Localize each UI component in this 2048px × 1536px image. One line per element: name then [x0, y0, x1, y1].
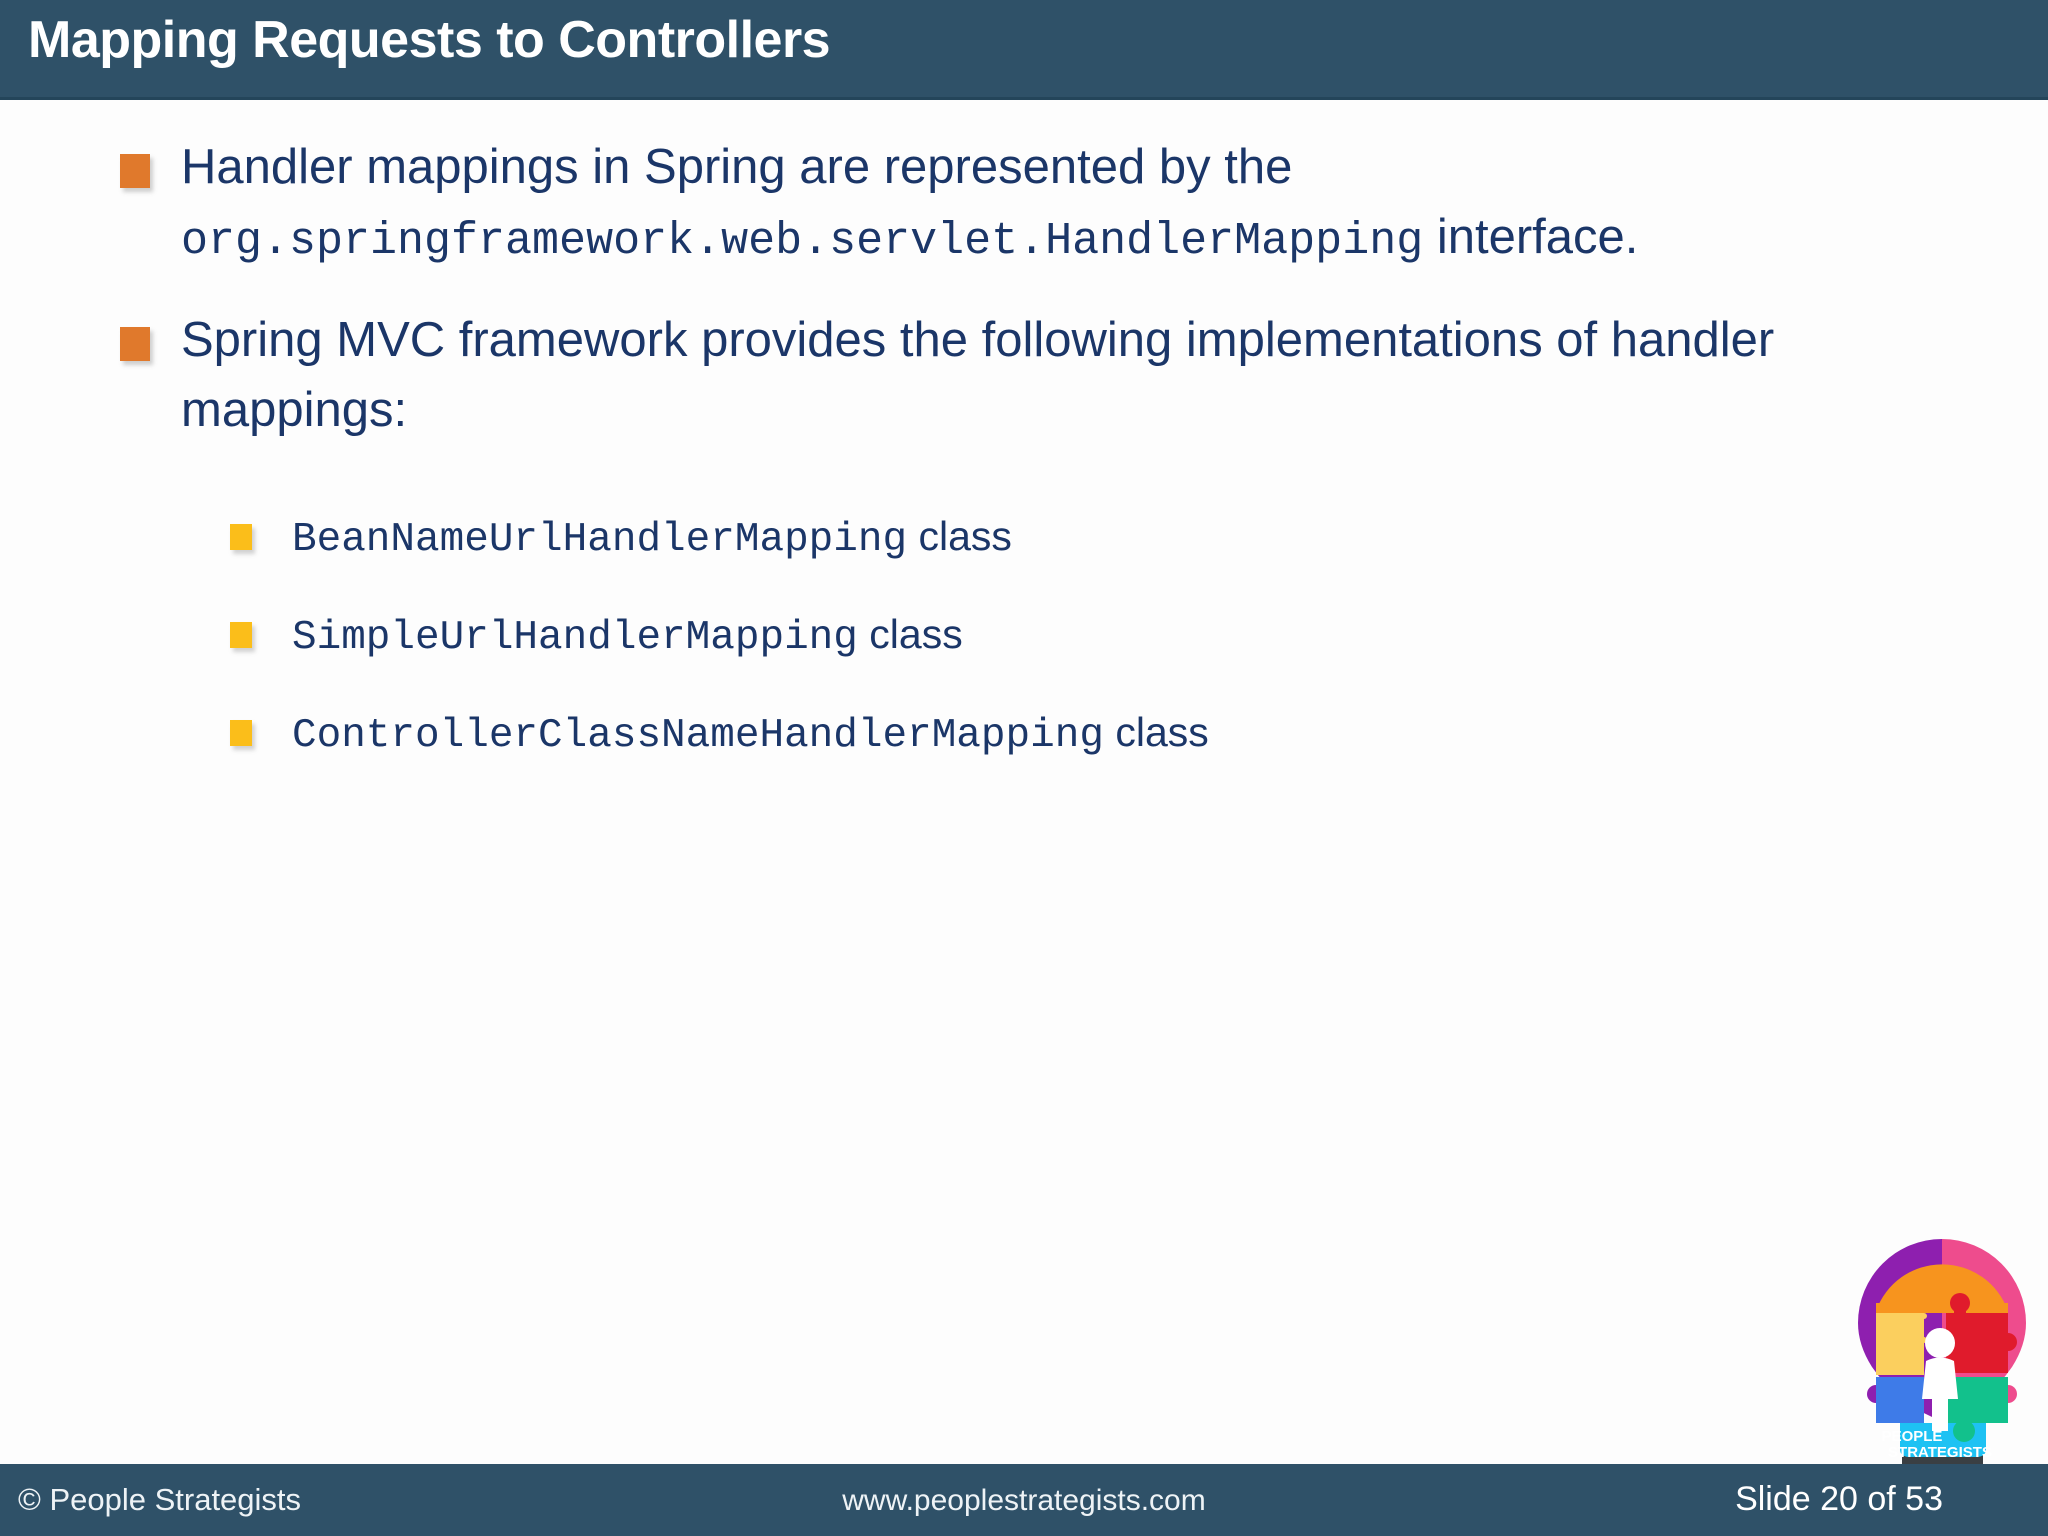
- slide-footer-bar: © People Strategists www.peoplestrategis…: [0, 1464, 2048, 1536]
- people-strategists-logo: PEOPLE STRATEGISTS: [1840, 1215, 2045, 1485]
- orange-square-bullet-icon: [120, 327, 150, 361]
- yellow-square-bullet-icon: [230, 622, 252, 648]
- bullet-1-lead: Handler mappings in Spring are represent…: [181, 140, 1293, 194]
- sub-bullet-1-tail: class: [907, 513, 1012, 559]
- sub-bullet-3-text: ControllerClassNameHandlerMapping class: [292, 704, 1209, 764]
- sub-bullet-1-text: BeanNameUrlHandlerMapping class: [292, 508, 1012, 568]
- sub-bullet-item-2: SimpleUrlHandlerMapping class: [230, 606, 963, 666]
- footer-website: www.peoplestrategists.com: [842, 1484, 1206, 1517]
- sub-bullet-1-code: BeanNameUrlHandlerMapping: [292, 517, 908, 563]
- footer-copyright: © People Strategists: [18, 1482, 302, 1517]
- bullet-1-code: org.springframework.web.servlet.HandlerM…: [181, 216, 1424, 267]
- bullet-2-lead: Spring MVC framework provides the follow…: [181, 313, 1775, 437]
- logo-line2: STRATEGISTS: [1888, 1444, 1992, 1461]
- bullet-item-2: Spring MVC framework provides the follow…: [120, 305, 1920, 445]
- sub-bullet-2-text: SimpleUrlHandlerMapping class: [292, 606, 963, 666]
- sub-bullet-2-code: SimpleUrlHandlerMapping: [292, 615, 858, 661]
- sub-bullet-2-tail: class: [857, 611, 963, 657]
- bullet-1-text: Handler mappings in Spring are represent…: [181, 132, 1961, 277]
- yellow-square-bullet-icon: [230, 720, 252, 746]
- slide-body: Handler mappings in Spring are represent…: [0, 100, 2048, 1464]
- bullet-item-1: Handler mappings in Spring are represent…: [120, 132, 1970, 277]
- yellow-square-bullet-icon: [230, 524, 252, 550]
- footer-slide-number: Slide 20 of 53: [1735, 1480, 1943, 1518]
- sub-bullet-item-3: ControllerClassNameHandlerMapping class: [230, 704, 1209, 764]
- bullet-2-text: Spring MVC framework provides the follow…: [181, 305, 1861, 445]
- sub-bullet-item-1: BeanNameUrlHandlerMapping class: [230, 508, 1012, 568]
- sub-bullet-3-code: ControllerClassNameHandlerMapping: [292, 713, 1104, 759]
- orange-square-bullet-icon: [120, 154, 150, 188]
- slide-header-bar: Mapping Requests to Controllers: [0, 0, 2048, 100]
- logo-line1: PEOPLE: [1882, 1428, 1943, 1445]
- bullet-1-tail: interface.: [1423, 210, 1639, 264]
- page-title: Mapping Requests to Controllers: [28, 11, 831, 69]
- sub-bullet-3-tail: class: [1103, 709, 1209, 755]
